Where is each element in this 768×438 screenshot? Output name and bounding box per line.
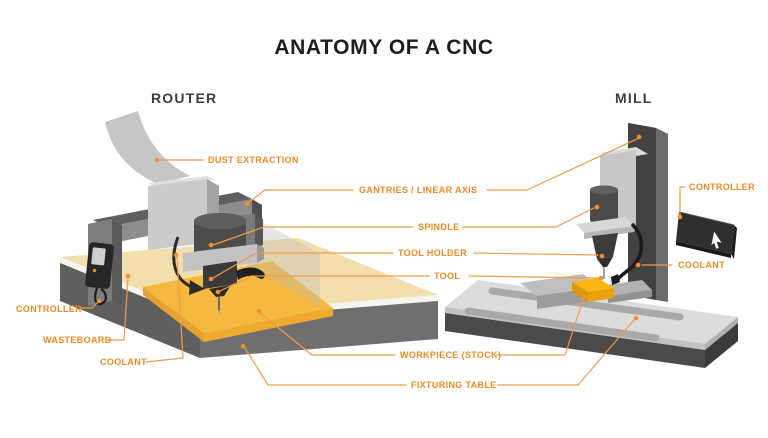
mill-tool-holder [592, 233, 618, 267]
leader-dot-workpiece-right [581, 294, 587, 300]
leader-dot-tool-left [215, 289, 221, 295]
leader-dot-gantries-right [636, 134, 642, 140]
leader-lines [79, 134, 686, 386]
router-table-rim [60, 257, 438, 320]
label-controller-mill: CONTROLLER [689, 182, 755, 192]
leader-dot-tool-holder-left [208, 276, 214, 282]
dust-extraction-tube [105, 111, 190, 184]
router-heading: ROUTER [151, 90, 218, 106]
leader-fixturing-left [244, 347, 407, 386]
mill-table-slots [464, 287, 684, 342]
label-tool-holder: TOOL HOLDER [398, 248, 468, 258]
pendant-button [92, 268, 97, 273]
label-controller-router: CONTROLLER [16, 304, 82, 314]
t-slot [488, 287, 684, 321]
leader-tool-holder-left [212, 252, 394, 279]
label-gantries-linear-axis: GANTRIES / LINEAR AXIS [359, 185, 478, 195]
page-title: ANATOMY OF A CNC [274, 36, 494, 59]
leader-dot-dust [154, 157, 160, 163]
leader-dot-coolant-right [635, 262, 641, 268]
controller-tablet [676, 211, 737, 259]
label-dust-extraction: DUST EXTRACTION [208, 155, 299, 165]
leader-coolant-left [145, 256, 184, 363]
pendant-screen [91, 247, 106, 266]
label-wasteboard: WASTEBOARD [43, 335, 112, 345]
leader-dot-controller-left [96, 298, 102, 304]
leader-workpiece-right [496, 299, 584, 356]
router-workpiece [143, 261, 333, 342]
router-illustration [60, 111, 438, 358]
router-coolant-nozzle [236, 267, 265, 280]
leader-dot-wasteboard [125, 273, 131, 279]
router-tool-holder [183, 244, 264, 297]
leader-dot-fixturing-left [240, 343, 246, 349]
leader-dot-controller-right [677, 214, 683, 220]
mill-coolant-hose [611, 222, 644, 285]
label-fixturing-table: FIXTURING TABLE [411, 380, 497, 390]
leader-wasteboard [106, 277, 129, 341]
leader-workpiece-left [259, 312, 396, 356]
leader-controller-right [679, 186, 686, 216]
motion-arrow [172, 236, 205, 295]
leader-tool-left [219, 275, 430, 292]
leader-dot-tool-right [598, 275, 604, 281]
leader-dot-tool-holder-right [599, 253, 605, 259]
label-tool: TOOL [434, 271, 461, 281]
pendant-cable [94, 287, 107, 306]
leader-fixturing-right [497, 319, 635, 386]
label-coolant-mill: COOLANT [678, 260, 725, 270]
leader-dot-coolant-left [173, 252, 179, 258]
leader-dot-spindle-left [208, 242, 214, 248]
label-workpiece-stock: WORKPIECE (STOCK) [400, 350, 502, 360]
leader-dot-workpiece-left [256, 308, 262, 314]
label-spindle: SPINDLE [418, 222, 460, 232]
leader-spindle-right [462, 207, 595, 228]
mill-heading: MILL [615, 90, 653, 106]
leader-tool-holder-right [473, 252, 599, 256]
spindle-travel-sweep [248, 214, 320, 307]
leader-tool-right [468, 275, 599, 279]
mill-illustration [445, 123, 738, 368]
leader-gantries-left [247, 189, 354, 204]
leader-dot-gantries-left [244, 201, 250, 207]
mill-spindle-motor [590, 185, 618, 225]
pendant-controller [85, 242, 114, 306]
leader-spindle-left [212, 226, 414, 246]
leader-dot-fixturing-right [633, 315, 639, 321]
leader-controller-left [79, 301, 99, 309]
leader-gantries-right [486, 138, 638, 191]
label-coolant-router: COOLANT [100, 357, 147, 367]
leader-dot-spindle-right [594, 204, 600, 210]
cursor-icon [710, 230, 723, 250]
t-slot [464, 307, 660, 342]
